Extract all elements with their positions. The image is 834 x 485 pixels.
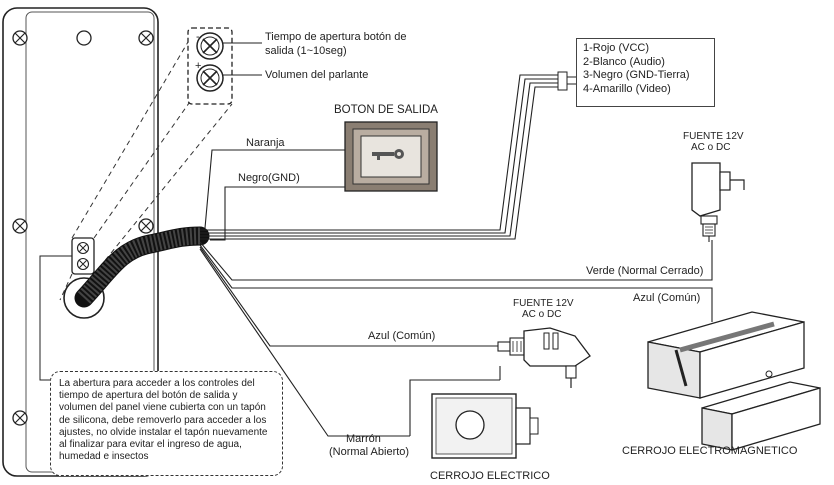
minus-sign: - (196, 31, 200, 43)
volume-label: Volumen del parlante (265, 69, 369, 81)
psu2-line1: FUENTE 12V (513, 298, 574, 309)
adjusters-enlarged (187, 27, 262, 105)
exit-time-text: Tiempo de apertura botón de salida (1~10… (265, 31, 407, 57)
power-supply-2 (497, 327, 591, 388)
exit-button-title: BOTON DE SALIDA (334, 104, 438, 116)
outdoor-panel (2, 7, 159, 477)
plus-sign: + (195, 60, 202, 72)
legend-item-yellow: 4-Amarillo (Video) (583, 82, 671, 95)
power-supply-1 (691, 162, 745, 242)
psu1-line2: AC o DC (691, 142, 731, 153)
magnetic-lock (647, 311, 821, 451)
psu2-line2: AC o DC (522, 309, 562, 320)
psu1-line1: FUENTE 12V (683, 131, 744, 142)
legend-item-red: 1-Rojo (VCC) (583, 42, 650, 54)
magnetic-lock-title: CERROJO ELECTROMAGNETICO (622, 445, 798, 457)
wire-green-label: Verde (Normal Cerrado) (586, 265, 704, 277)
wire-blue-label-2: Azul (Común) (368, 330, 436, 342)
installation-note-text: La abertura para acceder a los controles… (59, 378, 268, 463)
wire-black-label: Negro(GND) (238, 172, 300, 184)
legend-item-white: 2-Blanco (Audio) (583, 55, 665, 68)
exit-time-label: Tiempo de apertura botón de salida (1~10… (265, 30, 435, 58)
electric-lock (409, 366, 539, 459)
wire-blue-label-1: Azul (Común) (633, 292, 701, 304)
wire-orange-label: Naranja (246, 137, 285, 149)
wire-brown-label-2: (Normal Abierto) (329, 446, 410, 458)
connector-legend: 1-Rojo (VCC) 2-Blanco (Audio) 3-Negro (G… (576, 38, 715, 107)
panel-hole-icon (76, 30, 92, 46)
legend-item-black: 3-Negro (GND-Tierra) (583, 69, 690, 81)
wire-brown-label-1: Marrón (346, 433, 381, 445)
exit-button (344, 121, 438, 192)
installation-note: La abertura para acceder a los controles… (50, 371, 283, 476)
electric-lock-title: CERROJO ELECTRICO (430, 470, 550, 482)
